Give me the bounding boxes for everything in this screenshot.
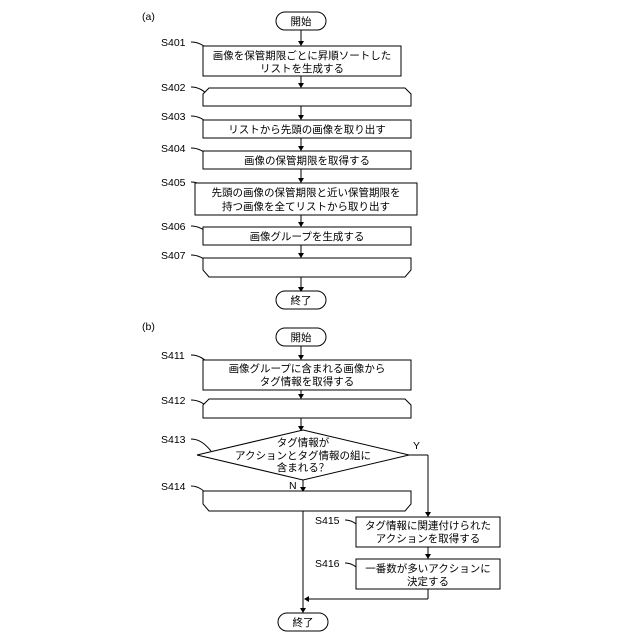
part-b-end-terminal: 終了: [278, 613, 328, 631]
part-b-label: (b): [142, 321, 155, 333]
part-b-start-text: 開始: [291, 331, 312, 344]
part-a-start-terminal: 開始: [276, 12, 326, 30]
step-label-s406: S406: [161, 221, 186, 233]
s404-text: 画像の保管期限を取得する: [244, 154, 370, 167]
s406-text: 画像グループを生成する: [250, 230, 365, 243]
yes-label: Y: [413, 440, 420, 452]
s401-line-1: 画像を保管期限ごとに昇順ソートした: [213, 49, 392, 62]
s413-line-3: 含まれる？: [277, 461, 330, 474]
process-box-s405: 先頭の画像の保管期限と近い保管期限を 持つ画像を全てリストから取り出す: [195, 183, 417, 215]
process-box-s406: 画像グループを生成する: [203, 227, 411, 245]
s411-line-1: 画像グループに含まれる画像から: [229, 362, 386, 375]
s413-line-2: アクションとタグ情報の組に: [235, 449, 371, 462]
process-box-s416: 一番数が多いアクションに 決定する: [356, 559, 500, 589]
s405-line-2: 持つ画像を全てリストから取り出す: [222, 200, 390, 213]
s413-line-1: タグ情報が: [277, 436, 330, 449]
process-box-s411: 画像グループに含まれる画像から タグ情報を取得する: [203, 360, 411, 390]
part-b-end-text: 終了: [293, 616, 314, 629]
process-box-s404: 画像の保管期限を取得する: [203, 151, 411, 169]
step-label-s403: S403: [161, 111, 186, 123]
no-label: N: [289, 480, 297, 492]
step-label-s413: S413: [161, 434, 186, 446]
step-label-s411: S411: [161, 350, 185, 362]
step-label-s405: S405: [161, 177, 186, 189]
s415-line-1: タグ情報に関連付けられた: [365, 519, 491, 532]
step-label-s402: S402: [161, 82, 186, 94]
process-box-s415: タグ情報に関連付けられた アクションを取得する: [356, 517, 500, 547]
s416-line-2: 決定する: [407, 575, 449, 588]
loop-start-s402: [203, 88, 411, 106]
s403-text: リストから先頭の画像を取り出す: [228, 123, 386, 136]
part-a-end-text: 終了: [291, 294, 312, 307]
s411-line-2: タグ情報を取得する: [260, 375, 355, 388]
s405-line-1: 先頭の画像の保管期限と近い保管期限を: [212, 186, 401, 199]
loop-end-s407: [203, 258, 411, 277]
part-a-end-terminal: 終了: [276, 291, 326, 309]
step-label-s401: S401: [161, 37, 186, 49]
decision-diamond-s413: タグ情報が アクションとタグ情報の組に 含まれる？: [197, 430, 409, 480]
loop-start-s412: [203, 399, 411, 418]
process-box-s401: 画像を保管期限ごとに昇順ソートした リストを生成する: [203, 46, 401, 76]
step-label-s415: S415: [315, 515, 340, 527]
part-b-start-terminal: 開始: [276, 328, 326, 346]
step-label-s407: S407: [161, 250, 186, 262]
part-a-start-text: 開始: [291, 15, 312, 28]
process-box-s403: リストから先頭の画像を取り出す: [203, 120, 411, 138]
step-label-s404: S404: [161, 143, 186, 155]
step-label-s416: S416: [315, 558, 340, 570]
s401-line-2: リストを生成する: [260, 62, 344, 75]
part-a-label: (a): [142, 11, 155, 23]
s415-line-2: アクションを取得する: [376, 533, 480, 545]
loop-end-s414: [203, 491, 411, 511]
s416-line-1: 一番数が多いアクションに: [365, 562, 490, 575]
step-label-s412: S412: [161, 395, 186, 407]
step-label-s414: S414: [161, 481, 186, 493]
